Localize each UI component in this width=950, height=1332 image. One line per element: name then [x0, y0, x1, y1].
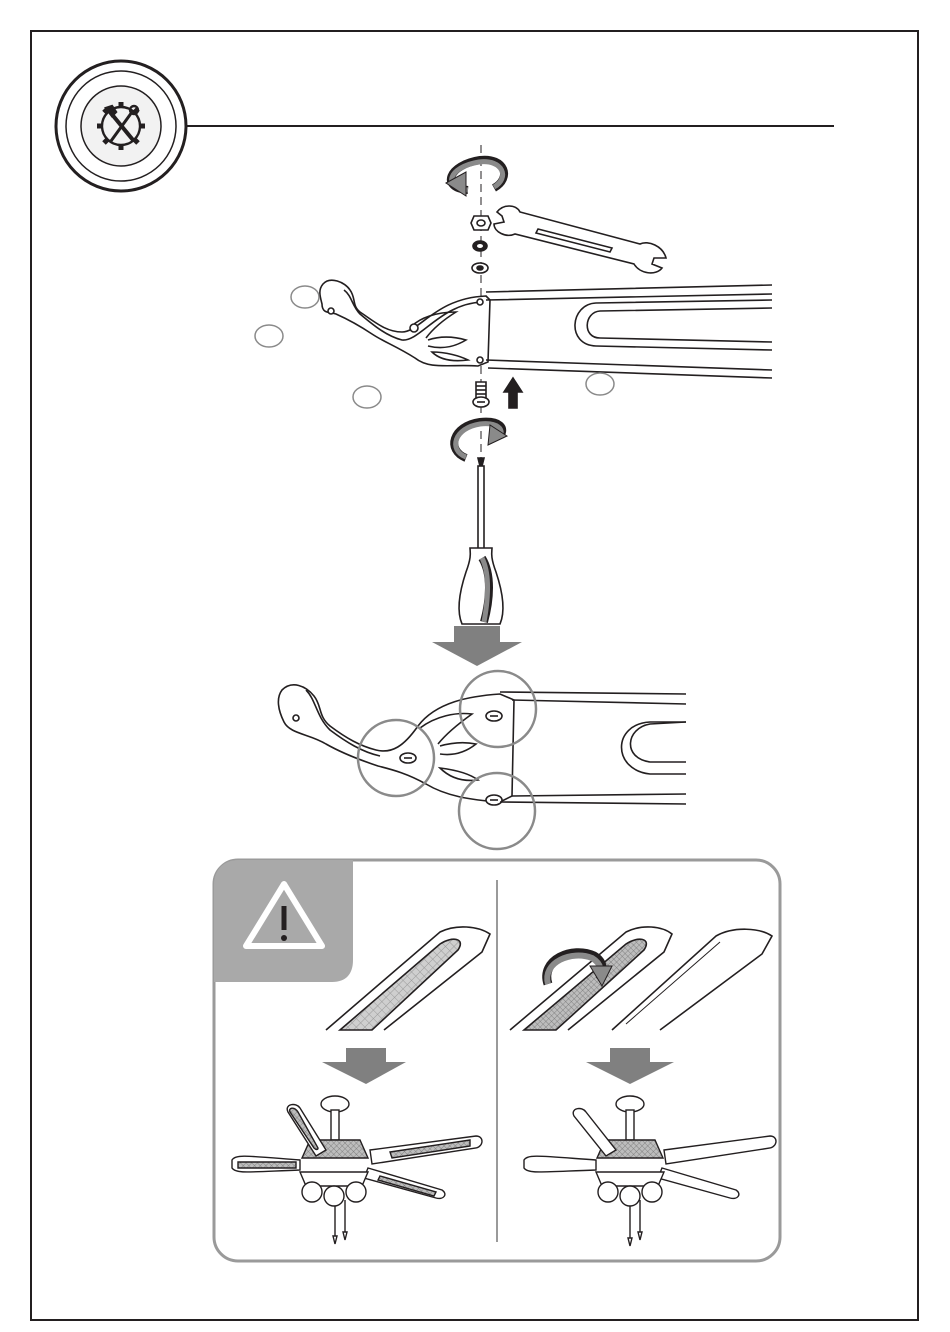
top-figure — [255, 145, 772, 624]
screwdriver-icon — [459, 458, 503, 624]
up-arrow-icon — [504, 378, 522, 408]
nut-icon — [471, 216, 491, 230]
rotate-arrow-icon — [446, 160, 504, 196]
wrench-icon — [494, 206, 666, 273]
blade-side-panel — [214, 860, 780, 1261]
rotate-arrow-icon — [454, 422, 507, 458]
part-callout — [255, 325, 283, 347]
screw-icon — [473, 382, 489, 407]
fan-blade — [486, 285, 772, 378]
part-callout — [586, 373, 614, 395]
blade-bracket-icon — [320, 280, 490, 366]
middle-figure — [278, 671, 686, 849]
step-badge — [56, 61, 186, 191]
part-callout — [291, 286, 319, 308]
down-arrow-icon — [432, 626, 522, 666]
part-callout — [353, 386, 381, 408]
